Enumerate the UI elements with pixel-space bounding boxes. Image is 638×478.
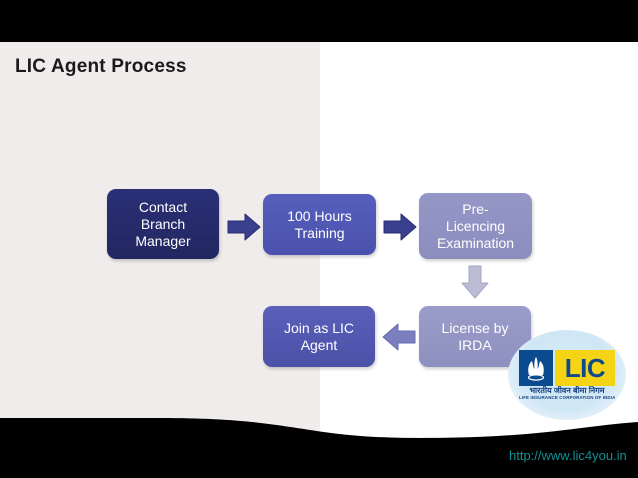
flow-node-line: Branch — [140, 215, 186, 232]
flow-node-line: Pre- — [462, 200, 489, 217]
lic-wordmark: LIC — [564, 353, 606, 383]
flow-node-line: Training — [294, 224, 345, 241]
flow-node-pre-licencing-exam[interactable]: Pre- Licencing Examination — [419, 193, 532, 259]
lic-emblem-icon — [519, 350, 553, 386]
flow-node-join-as-lic-agent[interactable]: Join as LIC Agent — [263, 306, 375, 367]
flow-node-line: Agent — [300, 336, 338, 353]
logo-inner: LIC भारतीय जीवन बीमा निगम LIFE INSURANCE… — [519, 350, 615, 402]
flow-node-hours-training[interactable]: 100 Hours Training — [263, 194, 376, 255]
flow-node-line: Licencing — [445, 217, 506, 234]
flow-node-line: Contact — [138, 198, 188, 215]
lic-wordmark-box: LIC — [555, 350, 615, 386]
flow-node-line: Manager — [135, 232, 191, 249]
footer-url[interactable]: http://www.lic4you.in — [509, 448, 627, 463]
arrow-right-icon — [382, 212, 418, 242]
flow-node-line: License by — [441, 319, 509, 336]
flow-node-line: Join as LIC — [283, 319, 355, 336]
arrow-right-icon — [226, 212, 262, 242]
arrow-left-icon — [381, 322, 417, 352]
lic-logo: LIC भारतीय जीवन बीमा निगम LIFE INSURANCE… — [508, 330, 626, 420]
logo-hindi-text: भारतीय जीवन बीमा निगम — [529, 386, 605, 395]
flow-node-line: 100 Hours — [287, 207, 352, 224]
flow-node-license-by-irda[interactable]: License by IRDA — [419, 306, 531, 367]
logo-english-text: LIFE INSURANCE CORPORATION OF INDIA — [519, 395, 615, 400]
slide-body: LIC Agent Process Contact Branch Manager… — [0, 42, 638, 438]
flow-node-line: IRDA — [458, 336, 492, 353]
flow-node-line: Examination — [436, 234, 515, 251]
flow-node-contact-branch-manager[interactable]: Contact Branch Manager — [107, 189, 219, 259]
arrow-down-icon — [460, 264, 490, 300]
page-title: LIC Agent Process — [15, 56, 187, 77]
